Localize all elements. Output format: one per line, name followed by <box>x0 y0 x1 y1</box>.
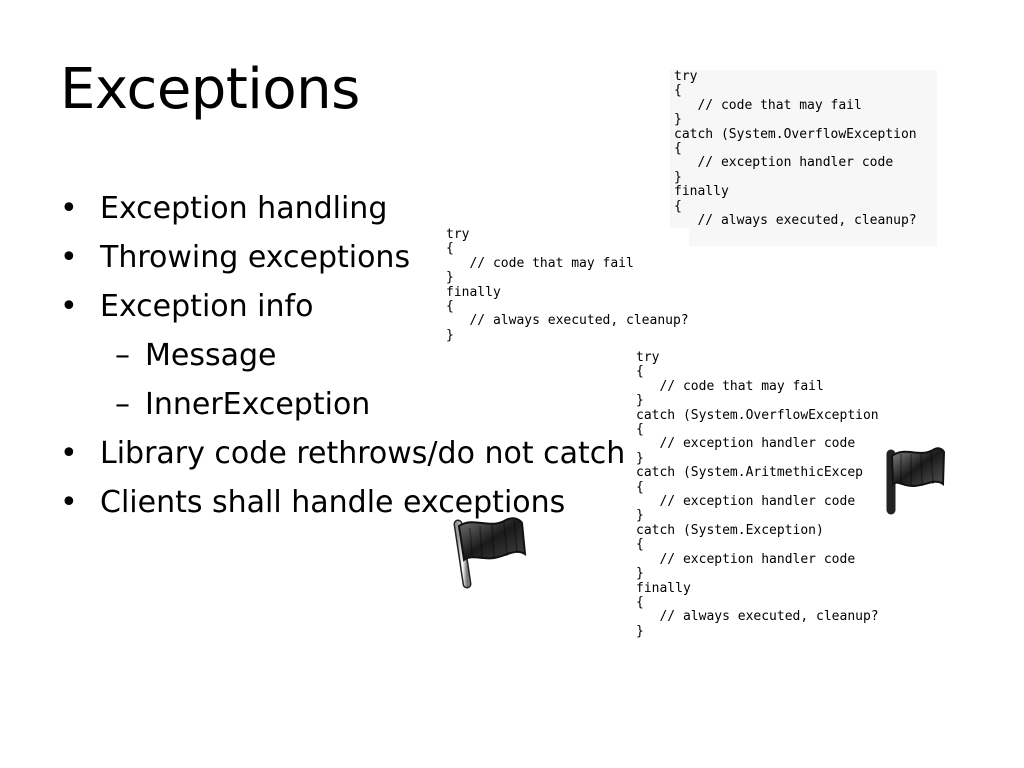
bullet-marker: • <box>60 191 78 226</box>
sub-bullet-item: – Message <box>60 331 625 380</box>
slide-title: Exceptions <box>60 57 360 122</box>
bullet-item: • Exception handling <box>60 184 625 233</box>
bullet-item: • Throwing exceptions <box>60 233 625 282</box>
sub-bullet-item: – InnerException <box>60 380 625 429</box>
bullet-list: • Exception handling • Throwing exceptio… <box>60 184 625 527</box>
bullet-text: Exception info <box>100 289 314 324</box>
bullet-marker: • <box>60 436 78 471</box>
bullet-text: Clients shall handle exceptions <box>100 485 566 520</box>
code-snippet-try-catch-finally: try { // code that may fail } catch (Sys… <box>670 69 937 246</box>
bullet-text: Library code rethrows/do not catch <box>100 436 626 471</box>
bullet-text: Throwing exceptions <box>100 240 411 275</box>
sub-bullet-text: Message <box>145 338 277 373</box>
bullet-text: Exception handling <box>100 191 388 226</box>
sub-bullet-marker: – <box>115 387 130 422</box>
bullet-item: • Exception info <box>60 282 625 331</box>
sub-bullet-marker: – <box>115 338 130 373</box>
bullet-marker: • <box>60 240 78 275</box>
bullet-item: • Library code rethrows/do not catch <box>60 429 625 478</box>
sub-bullet-text: InnerException <box>145 387 371 422</box>
flag-icon <box>886 447 946 515</box>
bullet-marker: • <box>60 485 78 520</box>
bullet-marker: • <box>60 289 78 324</box>
code-snippet-multi-catch: try { // code that may fail } catch (Sys… <box>636 350 879 640</box>
flag-icon <box>453 517 527 589</box>
code-snippet-try-finally: try { // code that may fail } finally { … <box>446 227 689 344</box>
bullet-item: • Clients shall handle exceptions <box>60 478 625 527</box>
